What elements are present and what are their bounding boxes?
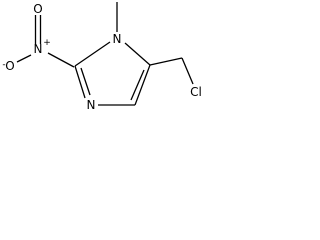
bond-n3-c2-a bbox=[74, 65, 86, 99]
bond-c2-nitro-n bbox=[47, 52, 75, 68]
nitro-n-label: N bbox=[34, 42, 43, 56]
chlorine-label: Cl bbox=[190, 85, 202, 99]
nitro-o-top-label: O bbox=[33, 2, 42, 16]
nitro-o-left-charge-label: - bbox=[2, 60, 5, 70]
ring-n1-label: N bbox=[113, 32, 122, 46]
atom-labels: N + O O - N N Cl bbox=[2, 2, 201, 112]
bond-c5-c4-a bbox=[134, 64, 151, 106]
imidazole-ring-bonds bbox=[74, 41, 151, 106]
ring-n3-label: N bbox=[87, 98, 96, 112]
bond-nitro-n-o-left bbox=[16, 54, 32, 63]
structure-diagram: N + O O - N N Cl bbox=[2, 2, 202, 112]
bond-n1-c5 bbox=[124, 42, 151, 66]
substituent-bonds bbox=[116, 2, 194, 85]
bond-c5-c4-b bbox=[130, 69, 145, 101]
bond-c5-ch2 bbox=[149, 57, 183, 66]
bond-c2-n1 bbox=[74, 41, 111, 67]
bond-n3-c2-b bbox=[80, 67, 91, 96]
bond-ch2-cl bbox=[181, 57, 194, 85]
nitro-o-left-label: O bbox=[5, 59, 14, 73]
nitro-group-bonds bbox=[16, 15, 75, 68]
nitro-n-charge-label: + bbox=[43, 38, 51, 48]
